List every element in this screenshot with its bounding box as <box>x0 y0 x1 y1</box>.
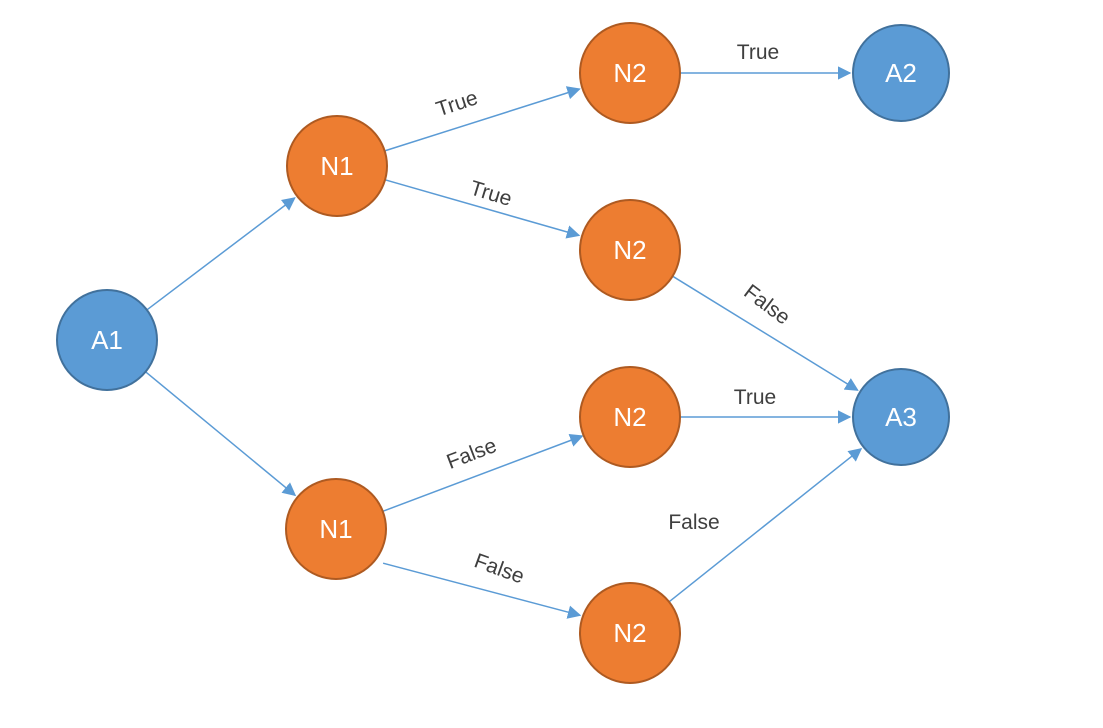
node-n1-bottom: N1 <box>285 478 387 580</box>
node-n2-upper-middle-circle <box>579 199 681 301</box>
node-n2-bottom-label: N2 <box>613 618 646 648</box>
edge-n1-top-to-n2-upper-middle <box>384 179 581 239</box>
node-a1-label: A1 <box>91 325 123 355</box>
edge-n1-bottom-to-n2-lower-middle <box>382 433 584 513</box>
node-a2-label: A2 <box>885 58 917 88</box>
edge-a1-to-n1-bottom <box>145 371 297 497</box>
node-n1-top: N1 <box>286 115 388 217</box>
edge-label-false-4: False <box>668 511 719 534</box>
node-n2-top-circle <box>579 22 681 124</box>
edge-n1-top-to-n2-top <box>384 86 581 152</box>
edge-n2-upper-middle-to-a3 <box>672 275 859 391</box>
node-a3-label: A3 <box>885 402 917 432</box>
node-n2-top-label: N2 <box>613 58 646 88</box>
node-n1-bottom-label: N1 <box>319 514 352 544</box>
edge-n2-bottom-to-a3 <box>668 447 863 603</box>
edge-n1-bottom-to-n2-bottom <box>382 562 582 619</box>
node-a1: A1 <box>56 289 158 391</box>
edge-label-true-3: True <box>737 41 779 64</box>
node-n2-lower-middle-label: N2 <box>613 402 646 432</box>
node-n1-bottom-circle <box>285 478 387 580</box>
node-n2-bottom-circle <box>579 582 681 684</box>
node-a3: A3 <box>852 368 950 466</box>
node-n1-top-circle <box>286 115 388 217</box>
node-n2-top: N2 <box>579 22 681 124</box>
node-a2: A2 <box>852 24 950 122</box>
nodes-layer: A1 N1 N1 N2 N2 N2 N2 A2 <box>56 22 950 684</box>
node-a1-circle <box>56 289 158 391</box>
node-n1-top-label: N1 <box>320 151 353 181</box>
node-n2-lower-middle-circle <box>579 366 681 468</box>
node-n2-bottom: N2 <box>579 582 681 684</box>
edge-a1-to-n1-top <box>146 197 296 311</box>
node-n2-upper-middle: N2 <box>579 199 681 301</box>
edge-label-true-4: True <box>734 386 776 409</box>
node-n2-upper-middle-label: N2 <box>613 235 646 265</box>
edge-label-false-3: False <box>471 549 527 588</box>
edge-labels-layer: True True True False False False True Fa… <box>433 41 794 588</box>
edges-layer <box>145 66 863 619</box>
node-n2-lower-middle: N2 <box>579 366 681 468</box>
edge-label-false-2: False <box>444 434 500 474</box>
node-a2-circle <box>852 24 950 122</box>
node-a3-circle <box>852 368 950 466</box>
edge-label-true-1: True <box>433 86 480 121</box>
